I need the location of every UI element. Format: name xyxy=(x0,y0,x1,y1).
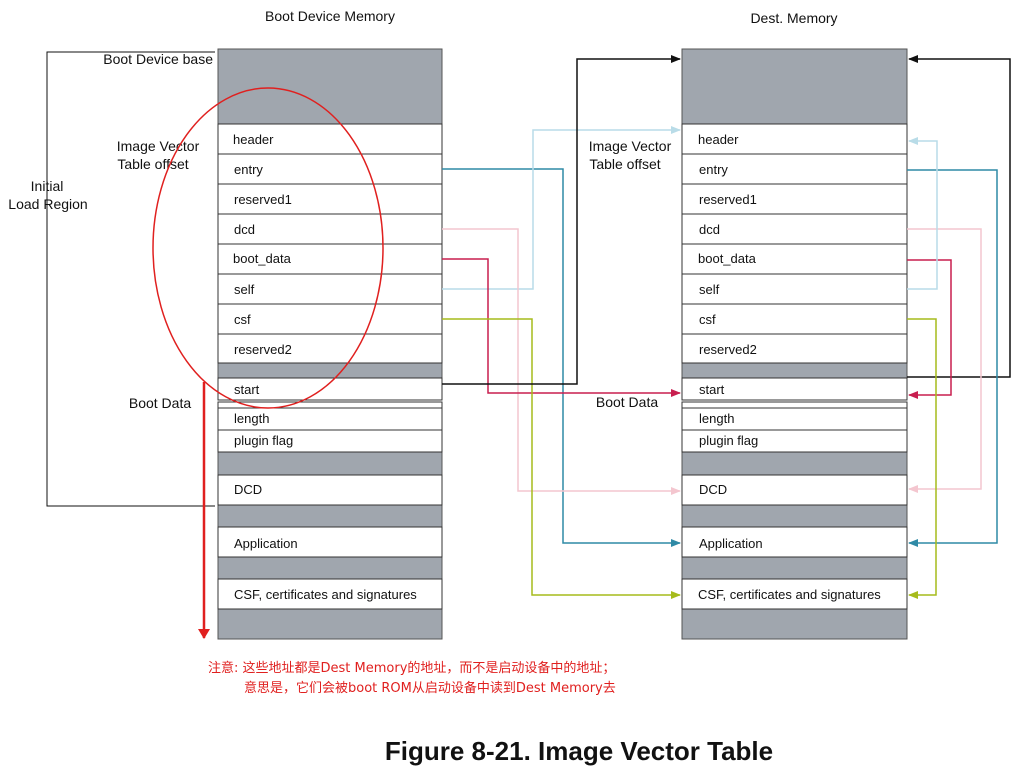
dest-self-connectors xyxy=(907,55,1011,599)
boot-data-label: Boot Data xyxy=(129,395,191,411)
dest-gap-block-4 xyxy=(681,556,908,580)
dest-block-application: Application xyxy=(699,536,763,551)
dest-csf-to-csf-block-arrow xyxy=(907,318,937,599)
dest-base-block xyxy=(681,48,908,125)
boot-block-application: Application xyxy=(234,536,298,551)
dest-row-start: start xyxy=(699,382,725,397)
red-annotation: 注意: 这些地址都是Dest Memory的地址，而不是启动设备中的地址； 意思… xyxy=(152,87,616,696)
dest-memory-title: Dest. Memory xyxy=(750,10,837,26)
boot-device-base-label: Boot Device base xyxy=(103,51,213,67)
boot-block-dcd: DCD xyxy=(234,482,262,497)
dest-memory-column: Dest. Memory header entry reserved1 xyxy=(589,10,908,640)
dest-boot-data-label: Boot Data xyxy=(596,394,658,410)
boot-row-boot-data: boot_data xyxy=(233,251,292,266)
dest-row-reserved2: reserved2 xyxy=(699,342,757,357)
dest-row-entry: entry xyxy=(699,162,728,177)
boot-gap-block-1 xyxy=(217,362,443,379)
boot-row-header: header xyxy=(233,132,274,147)
red-highlight-ellipse xyxy=(152,87,384,409)
dest-block-dcd: DCD xyxy=(699,482,727,497)
dest-row-length: length xyxy=(699,411,734,426)
dest-ivt-rows xyxy=(681,123,908,610)
boot-dcd-to-dcd-block-arrow xyxy=(442,228,681,495)
boot-base-block xyxy=(217,48,443,125)
dest-gap-block-3 xyxy=(681,504,908,528)
dest-row-csf: csf xyxy=(699,312,716,327)
dest-dcd-to-dcd-block-arrow xyxy=(907,228,982,493)
boot-csf-to-csf-block-arrow xyxy=(442,318,681,599)
dest-bootdata-to-start-arrow xyxy=(907,259,952,399)
boot-ivt-label-line1: Image Vector xyxy=(117,138,200,154)
dest-gap-block-2 xyxy=(681,451,908,476)
boot-start-to-dest-base-arrow xyxy=(442,55,681,385)
boot-gap-block-4 xyxy=(217,556,443,580)
dest-row-plugin-flag: plugin flag xyxy=(699,433,758,448)
dest-bottom-block xyxy=(681,608,908,640)
dest-row-dcd: dcd xyxy=(699,222,720,237)
annotation-note-line2: 意思是，它们会被boot ROM从启动设备中读到Dest Memory去 xyxy=(244,680,616,696)
boot-memory-title: Boot Device Memory xyxy=(265,8,395,24)
dest-row-boot-data: boot_data xyxy=(698,251,757,266)
figure-title: Figure 8-21. Image Vector Table xyxy=(385,736,773,766)
boot-row-length: length xyxy=(234,411,269,426)
boot-entry-to-application-arrow xyxy=(442,168,681,547)
boot-row-dcd: dcd xyxy=(234,222,255,237)
boot-row-csf: csf xyxy=(234,312,251,327)
dest-ivt-label-line2: Table offset xyxy=(589,156,660,172)
boot-gap-block-2 xyxy=(217,451,443,476)
boot-bottom-block xyxy=(217,608,443,640)
dest-start-to-base-arrow xyxy=(907,55,1011,378)
dest-self-to-header-arrow xyxy=(907,137,938,290)
boot-ivt-rows xyxy=(217,123,443,610)
initial-load-region-bracket xyxy=(46,51,215,507)
boot-block-csf: CSF, certificates and signatures xyxy=(234,587,417,602)
boot-bootdata-to-start-arrow xyxy=(442,258,681,397)
dest-row-header: header xyxy=(698,132,739,147)
boot-to-dest-connectors xyxy=(442,55,681,599)
boot-row-start: start xyxy=(234,382,260,397)
dest-entry-to-application-arrow xyxy=(907,169,998,547)
boot-ivt-label-line2: Table offset xyxy=(117,156,188,172)
annotation-note-line1: 注意: 这些地址都是Dest Memory的地址，而不是启动设备中的地址； xyxy=(208,660,615,676)
dest-block-csf: CSF, certificates and signatures xyxy=(698,587,881,602)
dest-gap-block-1 xyxy=(681,362,908,379)
dest-ivt-label-line1: Image Vector xyxy=(589,138,672,154)
dest-row-self: self xyxy=(699,282,720,297)
boot-row-entry: entry xyxy=(234,162,263,177)
dest-row-reserved1: reserved1 xyxy=(699,192,757,207)
boot-row-reserved2: reserved2 xyxy=(234,342,292,357)
boot-row-self: self xyxy=(234,282,255,297)
initial-load-label-line2: Load Region xyxy=(8,196,87,212)
boot-row-plugin-flag: plugin flag xyxy=(234,433,293,448)
boot-row-reserved1: reserved1 xyxy=(234,192,292,207)
boot-gap-block-3 xyxy=(217,504,443,528)
boot-device-memory-column: Boot Device Memory header entry xyxy=(8,8,443,640)
